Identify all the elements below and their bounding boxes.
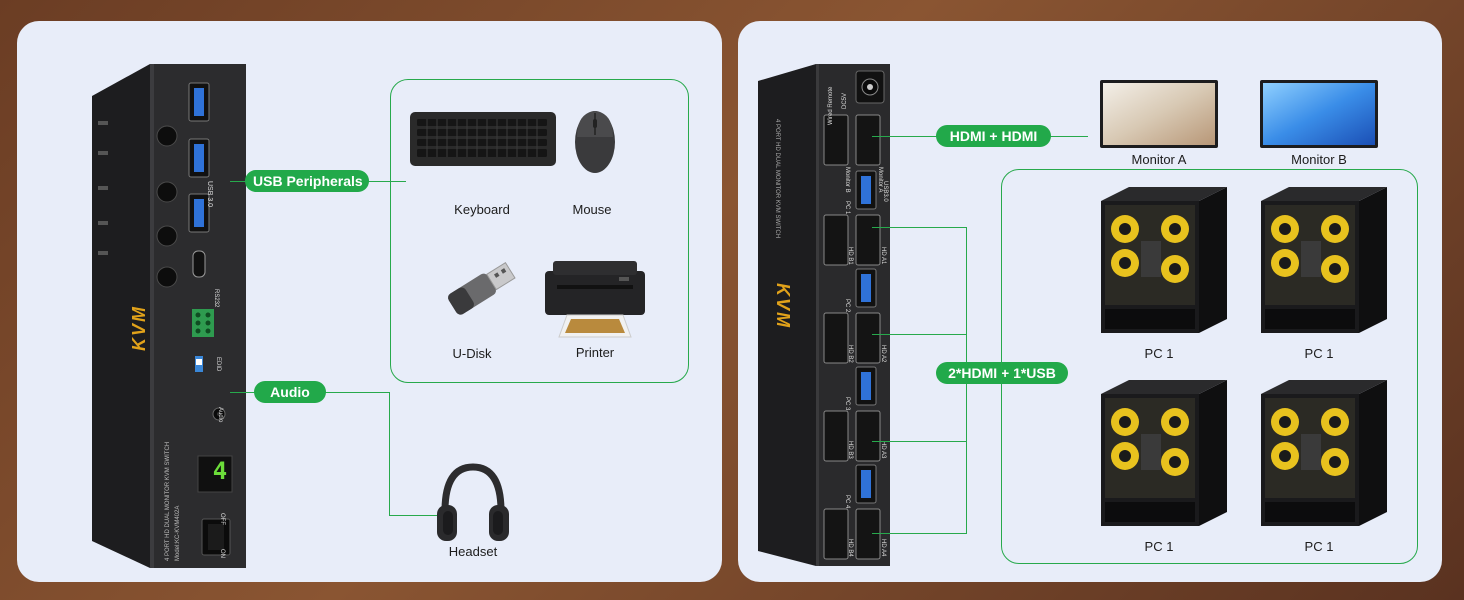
rear-usb-label: USB3.0 — [882, 181, 888, 202]
pc-2-label: PC 1 — [1304, 346, 1334, 361]
pc-tower-4-icon — [1261, 380, 1387, 526]
headset-label: Headset — [448, 544, 498, 559]
pc-bracket-h1 — [872, 227, 967, 229]
udisk-label: U-Disk — [452, 346, 492, 361]
device-edid-label: EDID — [215, 357, 221, 372]
pc-4-label: PC 1 — [1304, 539, 1334, 554]
right-panel: KVM 4 PORT HD DUAL MONITOR KVM SWITCH DC… — [738, 21, 1442, 582]
pc-bracket-h4 — [872, 533, 967, 535]
printer-label: Printer — [575, 345, 615, 360]
usb-peripherals-box — [390, 79, 689, 383]
device-rs232-label: RS232 — [213, 289, 219, 308]
rear-hdb1-label: HD B1 — [847, 247, 853, 265]
keyboard-label: Keyboard — [454, 202, 510, 217]
keyboard-icon — [410, 112, 556, 166]
kvm-device-rear — [758, 64, 890, 566]
hdmi-hdmi-badge: HDMI + HDMI — [936, 125, 1051, 147]
pc-bracket-h3 — [872, 441, 967, 443]
usb-peripherals-badge: USB Peripherals — [245, 170, 369, 192]
device-switch-off: OFF — [219, 513, 225, 525]
audio-connector-horizontal — [389, 515, 437, 517]
rear-hda1-label: HD A1 — [880, 247, 886, 265]
monitor-b-label: Monitor B — [1291, 152, 1347, 167]
rear-hdb2-label: HD B2 — [847, 345, 853, 363]
monitor-b-icon — [1260, 80, 1378, 148]
device-brand-logo: KVM — [129, 305, 149, 351]
mouse-icon — [575, 111, 615, 173]
kvm-device-front — [92, 64, 246, 568]
monitor-a-label: Monitor A — [1131, 152, 1187, 167]
device-display-digit: 4 — [212, 457, 228, 485]
device-switch-on: ON — [219, 549, 225, 558]
pc-3-label: PC 1 — [1144, 539, 1174, 554]
rear-pc1-usb-label: PC 1 — [844, 201, 850, 215]
audio-badge: Audio — [254, 381, 326, 403]
udisk-icon — [448, 261, 516, 315]
rear-monitor-b-port-label: Monitor B — [844, 167, 850, 193]
rear-power-label: DC5V — [842, 92, 848, 109]
rear-pc3-usb-label: PC 3 — [844, 397, 850, 411]
rear-device-title-text: 4 PORT HD DUAL MONITOR KVM SWITCH — [774, 119, 780, 239]
rear-hda4-label: HD A4 — [880, 539, 886, 557]
mouse-label: Mouse — [572, 202, 612, 217]
rear-wired-remote-label: Wired Remote — [828, 86, 834, 125]
rear-hda3-label: HD A3 — [880, 441, 886, 459]
headset-icon — [437, 463, 509, 541]
pc-tower-3-icon — [1101, 380, 1227, 526]
rear-pc4-usb-label: PC 4 — [844, 495, 850, 509]
device-usb-label: USB 3.0 — [206, 181, 213, 208]
device-title-text: 4 PORT HD DUAL MONITOR KVM SWITCH — [165, 441, 171, 561]
device-audio-jack-label: Audio — [217, 407, 223, 423]
rear-hdb3-label: HD B3 — [847, 441, 853, 459]
rear-hda2-label: HD A2 — [880, 345, 886, 363]
rear-pc2-usb-label: PC 2 — [844, 299, 850, 313]
pc-tower-2-icon — [1261, 187, 1387, 333]
left-panel: 4 USB 3.0 4 PORT HD DUAL MONITOR KVM SWI… — [17, 21, 722, 582]
pc-tower-1-icon — [1101, 187, 1227, 333]
pc-group-box — [1001, 169, 1418, 564]
rear-device-brand-logo: KVM — [773, 283, 793, 329]
rear-hdb4-label: HD B4 — [847, 539, 853, 557]
device-model-text: Model:KC-KVM402A — [175, 505, 181, 561]
printer-icon — [545, 261, 645, 338]
monitor-a-icon — [1100, 80, 1218, 148]
pc-bracket-h2 — [872, 334, 967, 336]
audio-connector-vertical — [389, 392, 391, 516]
pc-1-label: PC 1 — [1144, 346, 1174, 361]
